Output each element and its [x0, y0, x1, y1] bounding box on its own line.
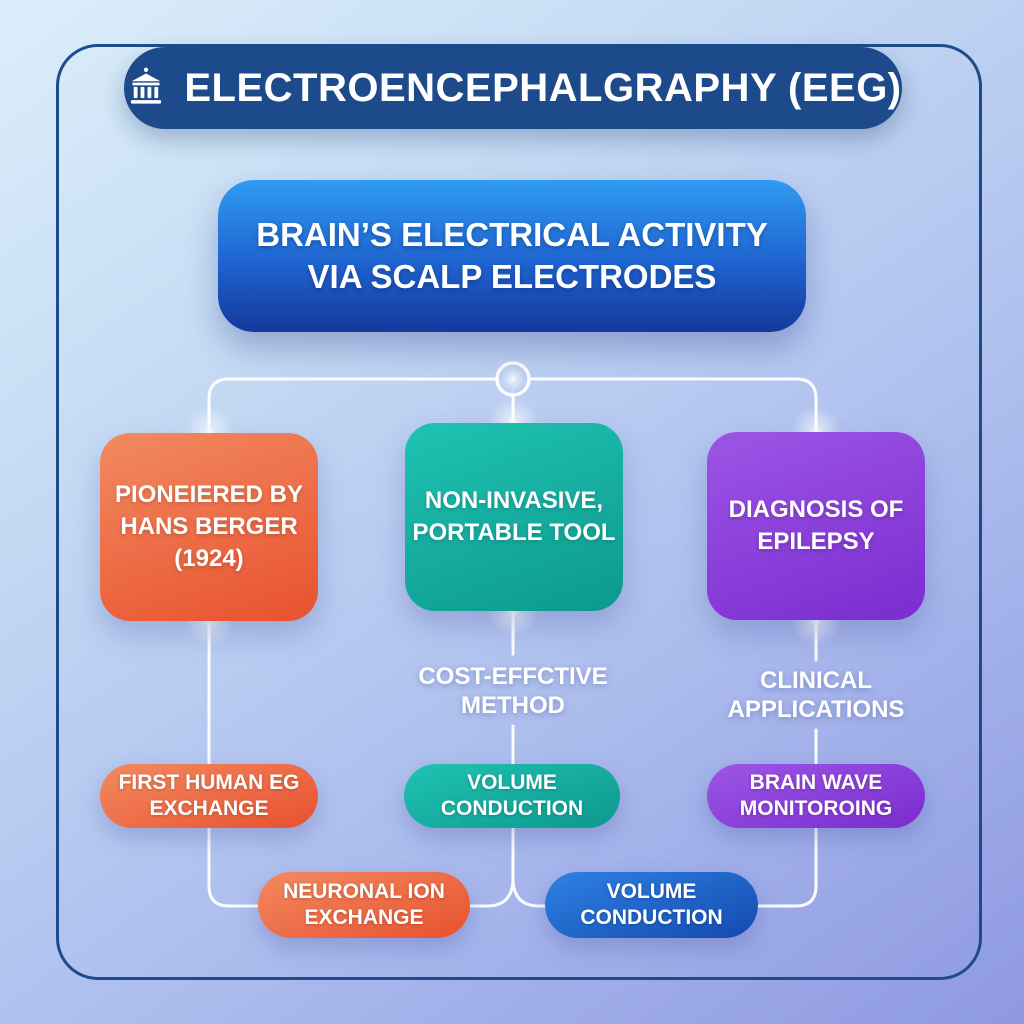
- label-clinical-applications: CLINICAL APPLICATIONS: [727, 667, 905, 724]
- pill-neuronal-ion-exchange: NEURONAL ION EXCHANGE: [258, 872, 470, 938]
- main-node: BRAIN’S ELECTRICAL ACTIVITY VIA SCALP EL…: [218, 180, 806, 332]
- page-title: ELECTROENCEPHALGRAPHY (EEG): [184, 65, 902, 110]
- frame-border: [56, 44, 982, 980]
- pill-volume-conduction-blue: VOLUME CONDUCTION: [545, 872, 758, 938]
- header-banner: ELECTROENCEPHALGRAPHY (EEG): [124, 47, 902, 129]
- pill-volume-conduction-teal: VOLUME CONDUCTION: [404, 764, 620, 828]
- classical-building-icon: [124, 66, 168, 110]
- pill-brain-wave-monitoring: BRAIN WAVE MONITOROING: [707, 764, 925, 828]
- node-non-invasive-portable-tool: NON-INVASIVE, PORTABLE TOOL: [405, 423, 623, 611]
- node-pioneered-by-hans-berger: PIONEIERED BY HANS BERGER (1924): [100, 433, 318, 621]
- node-diagnosis-of-epilepsy: DIAGNOSIS OF EPILEPSY: [707, 432, 925, 620]
- pill-first-human-eg-exchange: FIRST HUMAN EG EXCHANGE: [100, 764, 318, 828]
- label-cost-effective-method: COST-EFFCTIVE METHOD: [418, 663, 608, 720]
